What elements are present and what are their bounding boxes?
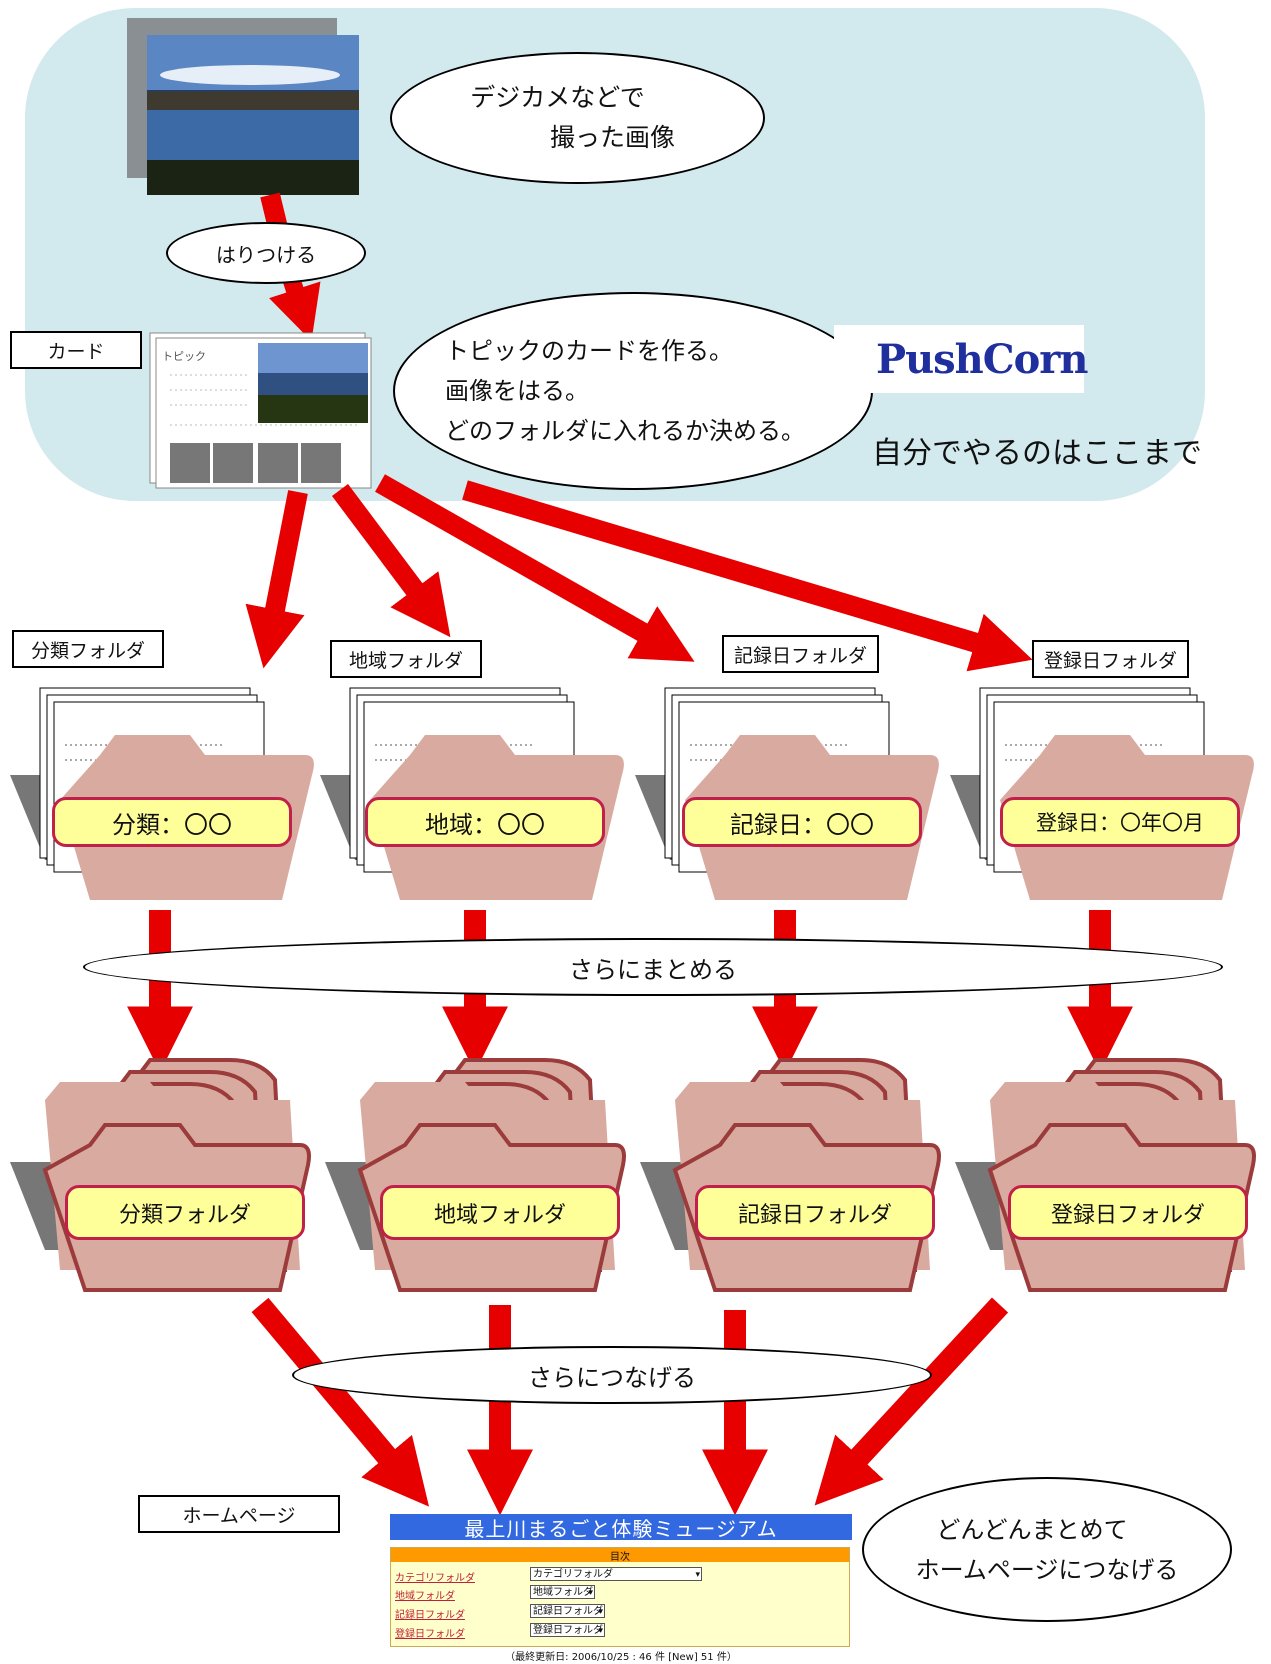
arrow-to-reg-date [462,480,1033,672]
homepage-table-header: 目次 [391,1548,849,1563]
final-bubble-line1: どんどんまとめて [936,1515,1128,1544]
homepage-table: 目次 カテゴリフォルダ カテゴリフォルダ 地域フォルダ 地域フォルダ 記録日フォ… [390,1547,850,1647]
arrow-to-home-1 [251,1297,430,1507]
photo-bubble-line2: 撮った画像 [549,123,675,152]
big-folder-reg-date: 登録日フォルダ [1008,1185,1248,1240]
homepage-link-region[interactable]: 地域フォルダ [395,1591,455,1602]
header-reg-date: 登録日フォルダ [1032,640,1189,678]
homepage-title: 最上川まるごと体験ミュージアム [390,1514,852,1541]
big-folder-3-shape [640,1058,941,1292]
big-folder-category: 分類フォルダ [65,1185,305,1240]
self-note: 自分でやるのはここまで [872,436,1202,471]
folder-2-shape [320,687,624,900]
card-label-box: カード [10,331,142,369]
big-folder-region: 地域フォルダ [380,1185,620,1240]
arrow-to-home-4 [814,1297,1009,1506]
pushcorn-logo: PushCorn [876,336,1088,383]
table-row: 地域フォルダ 地域フォルダ [395,1584,845,1602]
card-bubble-line2: 画像をはる。 [445,377,589,405]
homepage-link-reg-date[interactable]: 登録日フォルダ [395,1629,465,1640]
homepage-select-reg-date[interactable]: 登録日フォルダ [530,1623,605,1638]
homepage-footer: （最終更新日: 2006/10/25 : 46 件 [New] 51 件） [505,1652,737,1663]
folder-4-shape [950,687,1254,900]
photo-bubble: デジカメなどで 撮った画像 [390,52,765,184]
arrow-to-category [245,490,308,669]
pushcorn-logo-bg [834,325,1084,393]
card-bubble: トピックのカードを作る。 画像をはる。 どのフォルダに入れるか決める。 [393,292,873,490]
folder-3-shape [635,687,939,900]
big-folder-2-shape [325,1058,626,1292]
photo-stack [127,18,359,195]
homepage-link-category[interactable]: カテゴリフォルダ [395,1573,475,1584]
merge-bubble: さらにまとめる [83,938,1223,996]
tag-region: 地域：〇〇 [365,797,605,847]
tag-reg-date: 登録日：〇年〇月 [1000,797,1240,847]
header-region: 地域フォルダ [330,640,482,678]
card-thumbnail [149,332,372,489]
homepage-select-category[interactable]: カテゴリフォルダ [530,1567,702,1582]
homepage-link-record-date[interactable]: 記録日フォルダ [395,1610,465,1621]
tag-category: 分類：〇〇 [52,797,292,847]
homepage-label-box: ホームページ [138,1495,340,1533]
homepage-select-record-date[interactable]: 記録日フォルダ [530,1604,605,1619]
header-category: 分類フォルダ [12,630,164,668]
card-bubble-line1: トピックのカードを作る。 [445,337,733,365]
final-bubble: どんどんまとめて ホームページにつなげる [862,1477,1232,1622]
final-bubble-line2: ホームページにつなげる [915,1555,1179,1584]
card-bubble-line3: どのフォルダに入れるか決める。 [445,417,805,445]
big-folder-4-shape [955,1058,1256,1292]
header-record-date: 記録日フォルダ [722,635,879,673]
tag-record-date: 記録日：〇〇 [682,797,922,847]
photo-bubble-line1: デジカメなどで [470,83,645,112]
table-row: 記録日フォルダ 記録日フォルダ [395,1603,845,1621]
paste-bubble: はりつける [166,222,366,284]
folder-group-small [10,687,314,900]
arrow-to-region [332,484,451,638]
card-topic-label: トピック [162,350,206,363]
table-row: カテゴリフォルダ カテゴリフォルダ [395,1566,845,1584]
big-folder-record-date: 記録日フォルダ [695,1185,935,1240]
arrow-to-record-date [375,474,695,662]
homepage-select-region[interactable]: 地域フォルダ [530,1585,595,1600]
table-row: 登録日フォルダ 登録日フォルダ [395,1622,845,1640]
connect-bubble: さらにつなげる [292,1346,932,1404]
big-folder-1-shape [10,1058,311,1292]
